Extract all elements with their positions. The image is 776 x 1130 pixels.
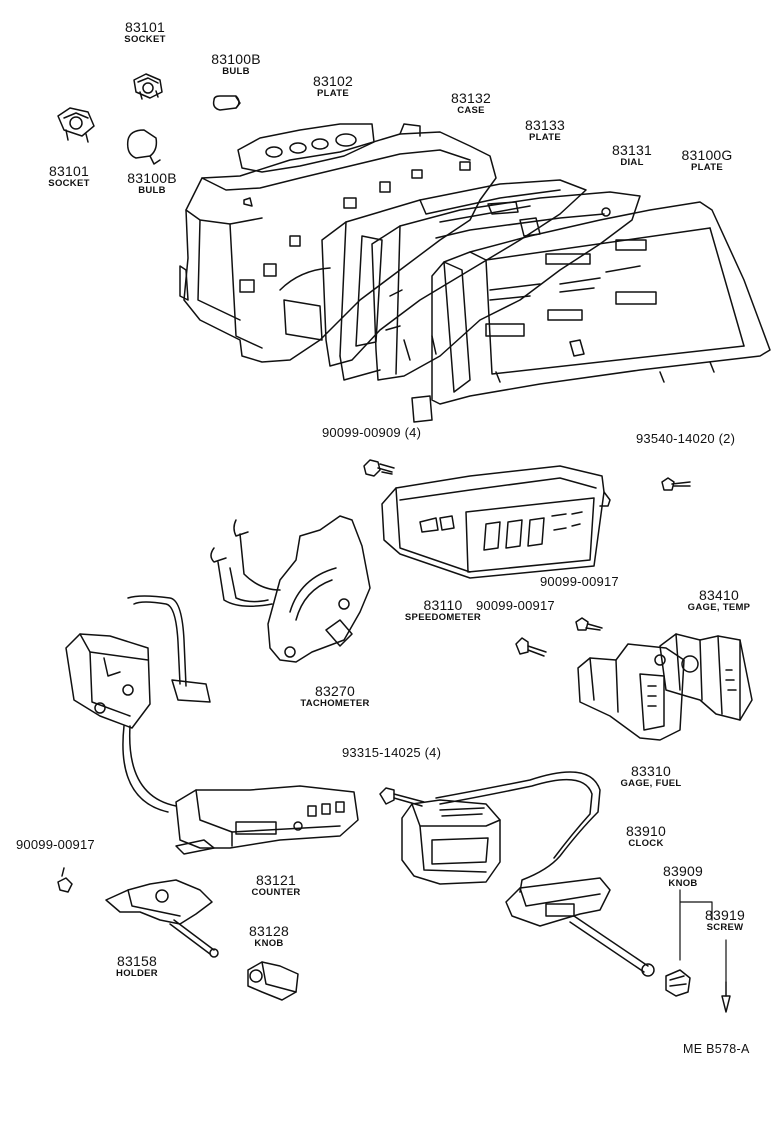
diagram-reference: ME B578-A — [683, 1042, 750, 1056]
label-83110: 83110 SPEEDOMETER — [405, 598, 481, 623]
knob-83128 — [247, 961, 299, 1001]
bulb-83100B-top — [212, 95, 241, 111]
fastener-code: 93315-14025 (4) — [342, 745, 442, 760]
label-83910: 83910 CLOCK — [626, 824, 666, 849]
label-83102: 83102 PLATE — [313, 74, 353, 99]
part-number: 83910 — [626, 823, 666, 839]
case-83132 — [179, 123, 497, 363]
clock-83910 — [401, 771, 601, 893]
part-name: SOCKET — [124, 33, 166, 45]
part-name: SCREW — [706, 921, 744, 933]
part-number: 83100B — [211, 51, 261, 67]
label-83132: 83132 CASE — [451, 91, 491, 116]
label-83100B-top: 83100B BULB — [211, 52, 260, 77]
part-name: KNOB — [254, 937, 284, 949]
part-name: PLATE — [317, 87, 349, 99]
label-83101-left: 83101 SOCKET — [48, 164, 89, 189]
label-83410: 83410 GAGE, TEMP — [688, 588, 751, 613]
part-number: 83133 — [525, 117, 565, 133]
gage-83310-fuel — [577, 643, 685, 741]
part-name: HOLDER — [116, 967, 158, 979]
part-number: 83110 — [423, 597, 463, 613]
label-83909: 83909 KNOB — [663, 864, 703, 889]
leader-lines-knob-screw — [679, 889, 727, 983]
part-number: 83270 — [315, 683, 355, 699]
part-name: KNOB — [668, 877, 698, 889]
screw-90099-00917-c — [57, 867, 73, 893]
cable-left — [122, 595, 187, 813]
bulb-83100B-left — [126, 129, 161, 165]
speedometer-83110 — [381, 465, 611, 579]
unit-left — [65, 633, 211, 729]
fastener-code: 90099-00917 — [16, 837, 95, 852]
label-83919: 83919 SCREW — [705, 908, 745, 933]
part-number: 83101 — [49, 163, 89, 179]
fastener-code: 90099-00909 (4) — [322, 425, 422, 440]
part-name: CLOCK — [628, 837, 664, 849]
screw-90099-00917-b — [575, 617, 603, 631]
part-number: 83102 — [313, 73, 353, 89]
gage-83410-temp — [659, 633, 753, 721]
part-number: 83101 — [125, 19, 165, 35]
label-83128: 83128 KNOB — [249, 924, 289, 949]
part-name: PLATE — [529, 131, 561, 143]
part-name: BULB — [138, 184, 166, 196]
knob-83909 — [665, 969, 691, 997]
part-name: COUNTER — [251, 886, 301, 898]
clock-bracket — [505, 877, 655, 977]
part-name: GAGE, TEMP — [687, 601, 751, 613]
screw-83919 — [721, 981, 731, 1013]
screw-90099-00909 — [363, 459, 395, 477]
part-number: 83100G — [681, 147, 733, 163]
label-83100G: 83100G PLATE — [681, 148, 732, 173]
part-name: DIAL — [620, 156, 644, 168]
screw-93315-14025 — [379, 787, 425, 807]
plate-83100G — [411, 201, 771, 423]
part-number: 83131 — [612, 142, 652, 158]
fastener-code: 90099-00917 — [476, 598, 555, 613]
fastener-code: 90099-00917 — [540, 574, 619, 589]
label-83310: 83310 GAGE, FUEL — [620, 764, 681, 789]
part-number: 83310 — [631, 763, 671, 779]
part-number: 83100B — [127, 170, 177, 186]
part-number: 83132 — [451, 90, 491, 106]
tachometer-83270 — [210, 515, 371, 663]
part-number: 83128 — [249, 923, 289, 939]
part-number: 83158 — [117, 953, 157, 969]
part-number: 83919 — [705, 907, 745, 923]
label-83101-top: 83101 SOCKET — [124, 20, 165, 45]
socket-83101-left — [57, 107, 95, 143]
label-83270: 83270 TACHOMETER — [300, 684, 369, 709]
label-83133: 83133 PLATE — [525, 118, 565, 143]
part-number: 83909 — [663, 863, 703, 879]
counter-83121 — [175, 785, 359, 855]
part-name: SPEEDOMETER — [404, 611, 482, 623]
part-name: SOCKET — [48, 177, 90, 189]
holder-83158 — [105, 879, 219, 958]
screw-90099-00917-a — [515, 637, 547, 657]
screw-93540-14020 — [661, 477, 691, 491]
part-number: 83410 — [699, 587, 739, 603]
label-83121: 83121 COUNTER — [251, 873, 300, 898]
label-83100B-left: 83100B BULB — [127, 171, 176, 196]
socket-83101-top — [133, 73, 163, 100]
fastener-code: 93540-14020 (2) — [636, 431, 736, 446]
label-83131: 83131 DIAL — [612, 143, 652, 168]
label-83158: 83158 HOLDER — [116, 954, 158, 979]
part-number: 83121 — [256, 872, 296, 888]
part-name: GAGE, FUEL — [620, 777, 682, 789]
part-name: TACHOMETER — [300, 697, 370, 709]
part-name: PLATE — [691, 161, 723, 173]
part-name: BULB — [222, 65, 250, 77]
part-name: CASE — [457, 104, 485, 116]
